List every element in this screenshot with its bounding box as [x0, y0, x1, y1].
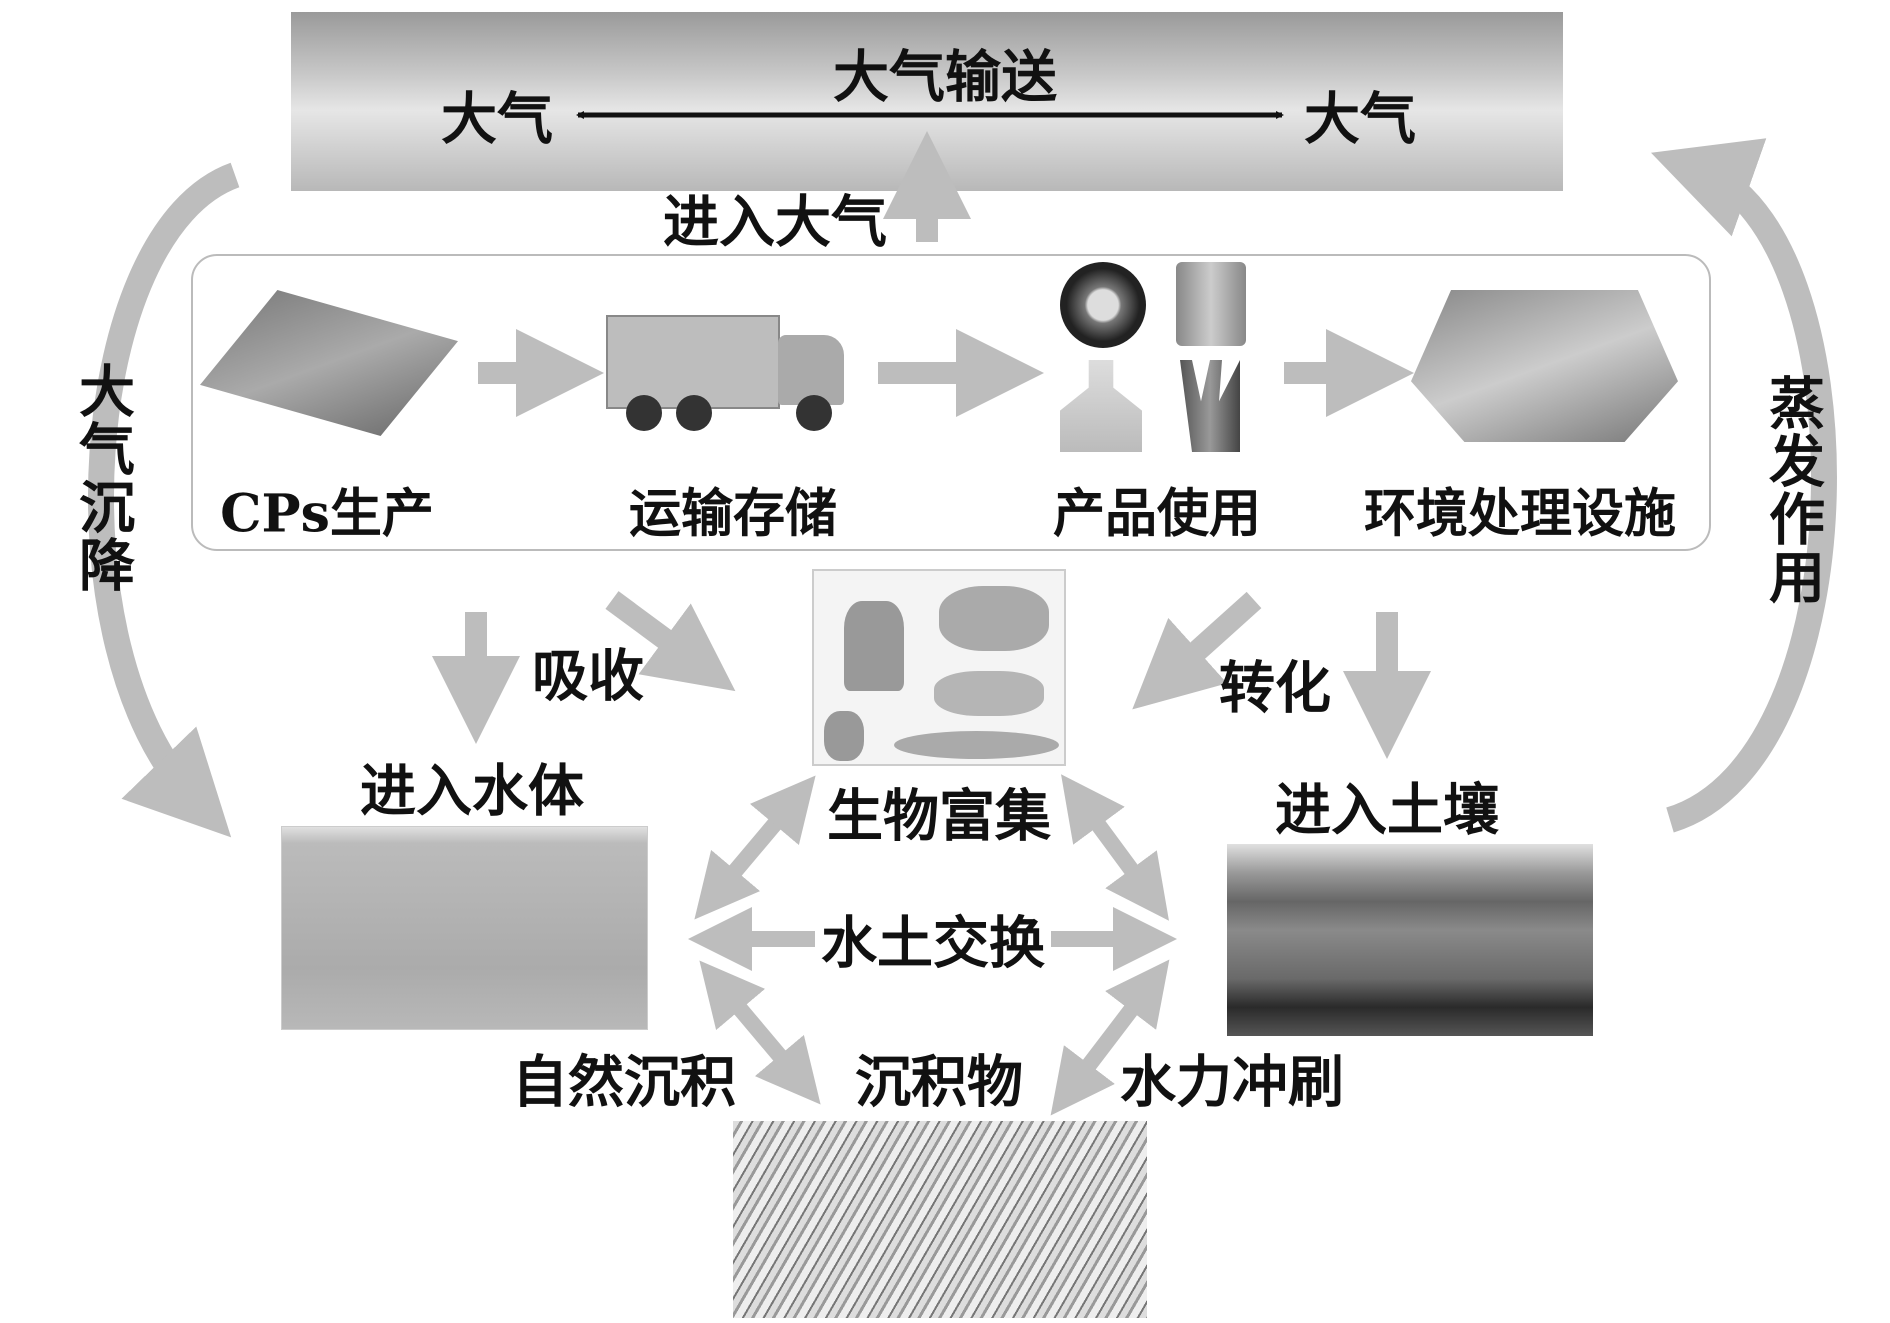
- step-treatment-facility-label: 环境处理设施: [1363, 483, 1677, 545]
- soil-bio-arrow: [1061, 774, 1169, 921]
- step-product-use-label: 产品使用: [1052, 483, 1262, 545]
- tire-icon: [1060, 262, 1146, 348]
- animals-image: [812, 569, 1066, 766]
- absorb-label: 吸收: [532, 643, 644, 710]
- enter-water-label: 进入水体: [360, 758, 584, 825]
- water-soil-exchange-label: 水土交换: [815, 898, 1051, 980]
- water-bio-arrow: [694, 775, 816, 920]
- process-box: [191, 254, 1711, 551]
- treatment-facility-icon: [1411, 290, 1678, 442]
- atmospheric-deposition-label: 大气沉降: [69, 362, 136, 594]
- atmospheric-transport-label: 大气输送: [833, 44, 1057, 111]
- barrel-icon: [1176, 262, 1246, 346]
- water-body-image: [281, 826, 648, 1030]
- enter-soil-label: 进入土壤: [1275, 777, 1499, 844]
- bioaccumulation-label: 生物富集: [827, 783, 1051, 850]
- transform-arrow: [1132, 591, 1262, 710]
- atmosphere-left-label: 大气: [441, 86, 553, 153]
- evaporation-label: 蒸发作用: [1759, 374, 1826, 606]
- natural-sedimentation-label: 自然沉积: [512, 1049, 736, 1116]
- hydraulic-scour-label: 水力冲刷: [1120, 1049, 1344, 1116]
- water-sediment-arrow: [699, 960, 821, 1105]
- step-transport-storage-label: 运输存储: [628, 483, 838, 545]
- absorb-arrow: [605, 591, 736, 692]
- atmospheric-deposition-arrow: [87, 162, 240, 838]
- sediment-label: 沉积物: [855, 1049, 1023, 1116]
- soil-sediment-arrow: [1050, 959, 1170, 1116]
- truck-icon: [606, 315, 848, 435]
- transform-label: 转化: [1219, 655, 1331, 722]
- sediment-terrain-image: [733, 1121, 1147, 1318]
- enter-atmosphere-label: 进入大气: [663, 189, 887, 256]
- soil-image: [1227, 844, 1593, 1036]
- evaporation-arrow: [1651, 138, 1837, 833]
- step-production-label: CPs生产: [220, 483, 434, 545]
- atmosphere-right-label: 大气: [1304, 86, 1416, 153]
